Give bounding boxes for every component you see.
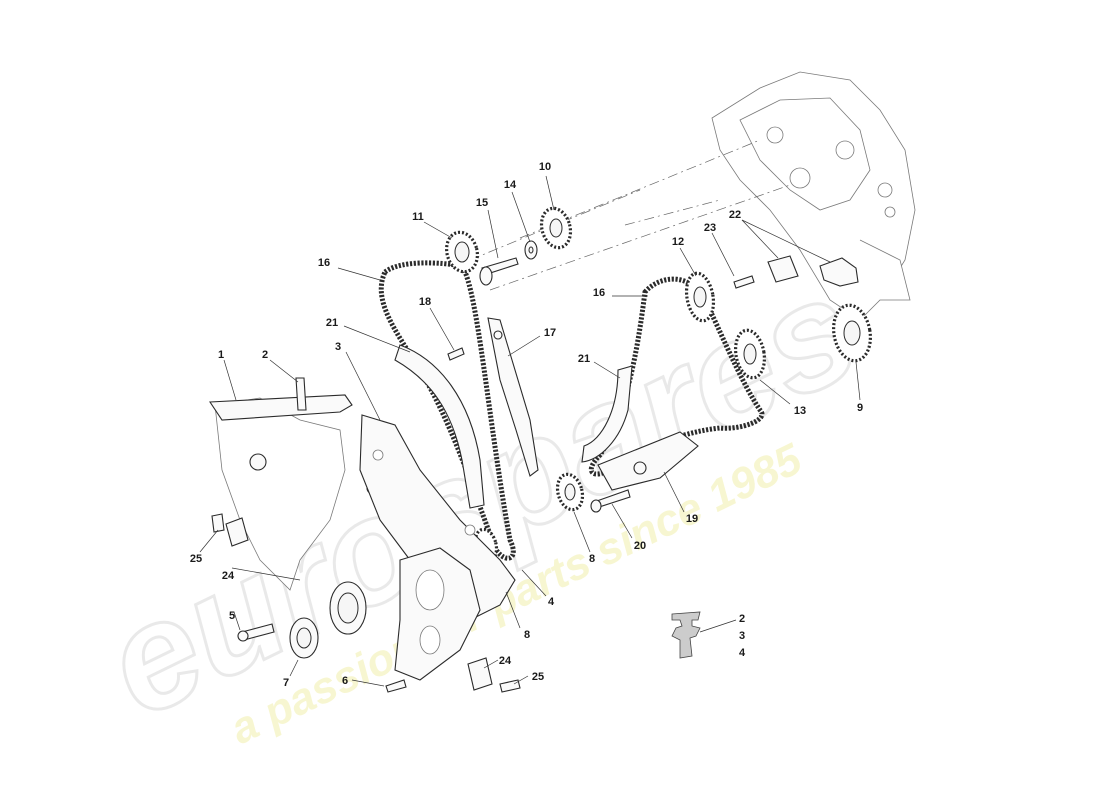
callout-9: 9 [857,402,863,414]
sprocket-10 [539,206,573,250]
bolt-25-upper [211,513,225,533]
key-callout-4: 4 [739,647,746,659]
bolt-25-lower [499,679,521,693]
callout-7: 7 [283,677,289,689]
bolt-23 [733,275,755,289]
callout-5: 5 [229,610,235,622]
callout-4: 4 [548,596,555,608]
callout-2: 2 [262,349,268,361]
bolt-18 [447,347,465,361]
callout-23: 23 [704,222,716,234]
chain-guide-21-left [394,344,485,509]
key-callout-3: 3 [739,630,745,642]
callout-12: 12 [672,236,684,248]
callout-14: 14 [504,179,517,191]
callout-25-lower: 25 [532,671,544,683]
sprocket-8 [555,472,585,512]
cover-plate-3 [359,414,516,621]
callout-13: 13 [794,405,806,417]
callout-25-upper: 25 [190,553,202,565]
callout-20: 20 [634,540,646,552]
inset-gasket [671,611,701,659]
sprocket-13 [733,328,767,380]
callout-16-right: 16 [593,287,605,299]
callout-21-right: 21 [578,353,590,365]
callout-19: 19 [686,513,698,525]
callout-15: 15 [476,197,488,209]
bolt-5 [237,623,275,642]
callout-10: 10 [539,161,551,173]
crank-seal-7 [289,617,319,659]
callout-6: 6 [342,675,348,687]
chain-guide-21-right [581,365,633,463]
sprocket-9 [832,303,872,363]
callout-labels: 10 14 15 11 23 22 12 16 16 18 21 17 21 3… [190,161,863,689]
callout-3: 3 [335,341,341,353]
oil-pump-housing [394,547,481,681]
bolt-20 [590,489,631,513]
sensor-24-upper [225,517,249,547]
leader-lines [199,175,861,687]
sensor-24-lower [467,657,493,691]
engine-block [711,71,916,321]
callout-17: 17 [544,327,556,339]
callout-1: 1 [218,349,224,361]
bolt-15 [479,257,519,286]
sprocket-11 [445,230,479,274]
bolt-6 [385,679,407,693]
callout-16-left: 16 [318,257,330,269]
tensioner-19 [597,431,699,491]
callout-22: 22 [729,209,741,221]
callout-21-left: 21 [326,317,338,329]
callout-11: 11 [412,211,424,223]
key-callout-2: 2 [739,613,745,625]
cam-cover-2 [295,377,307,411]
washer-14 [524,240,538,260]
callout-18: 18 [419,296,431,308]
chain-guide-17 [487,317,539,477]
callout-8-lower: 8 [524,629,530,641]
pulley-seal [329,581,367,635]
bracket-22 [767,255,859,287]
sprocket-12 [684,271,716,323]
callout-24-upper: 24 [222,570,235,582]
callout-24-lower: 24 [499,655,512,667]
callout-8-upper: 8 [589,553,595,565]
